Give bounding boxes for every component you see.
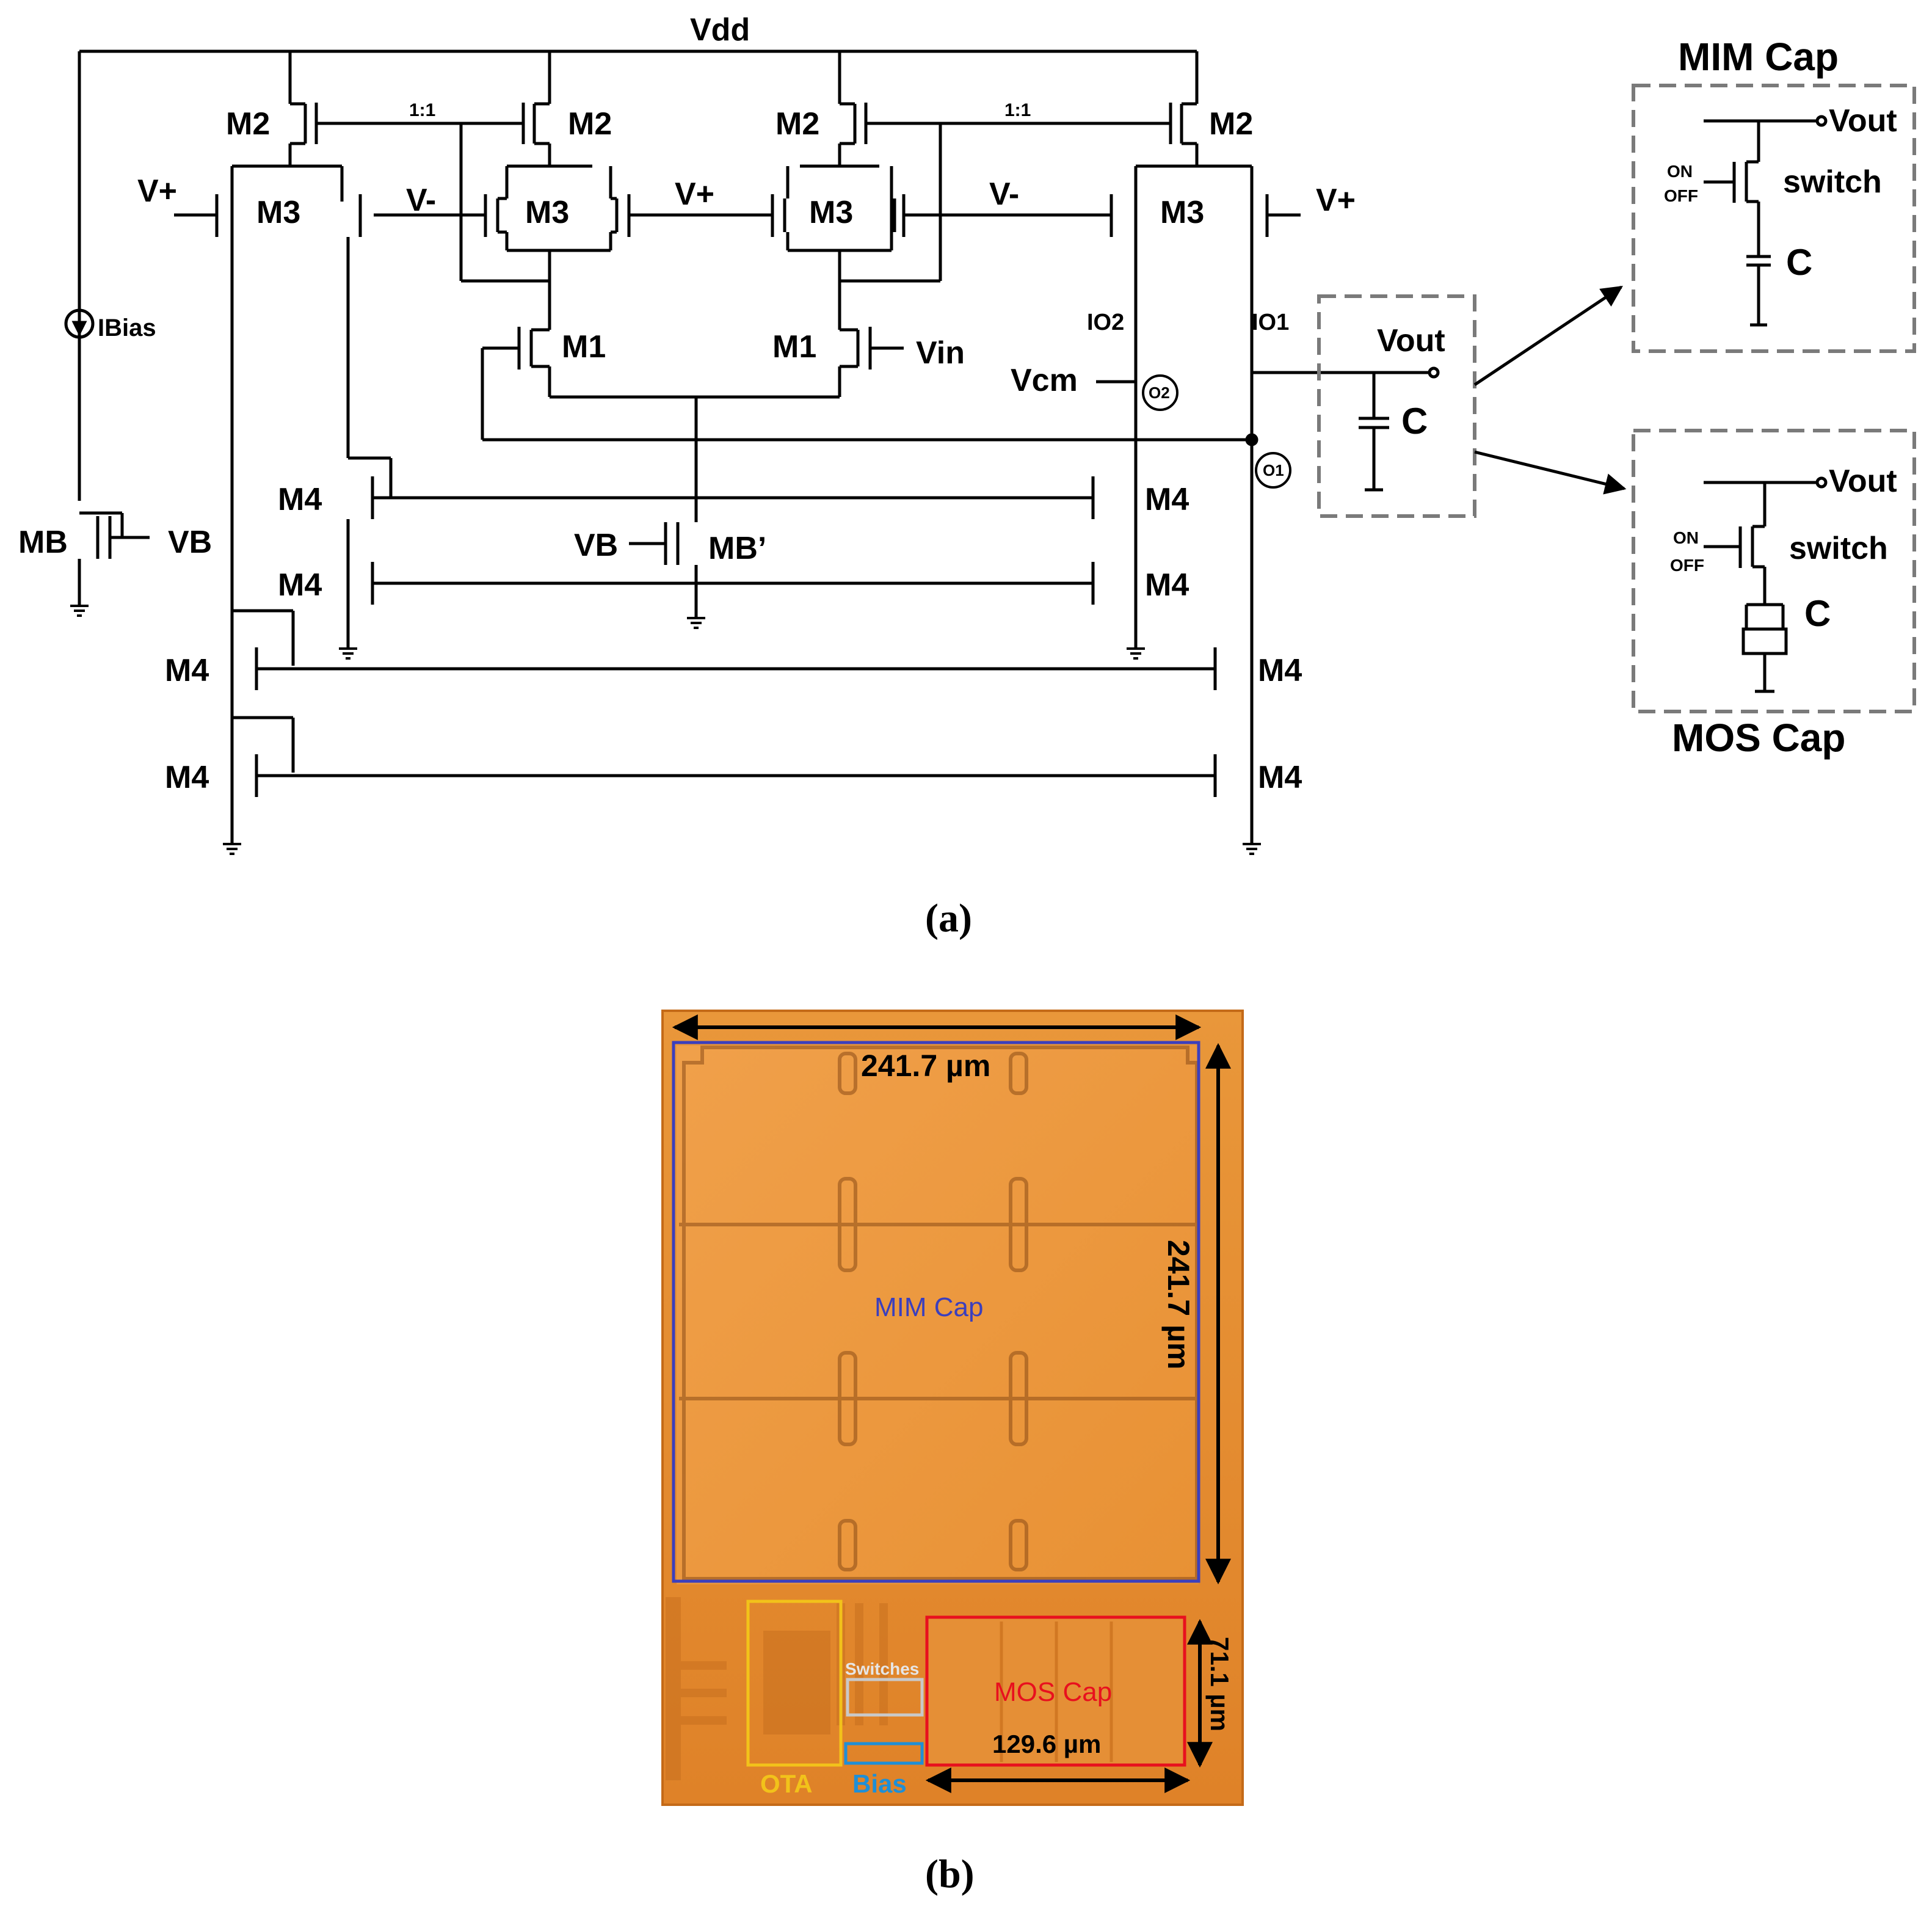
ota-label: OTA xyxy=(760,1769,813,1798)
ratio-label-left: 1:1 xyxy=(409,100,435,120)
vminus-label-2: V- xyxy=(989,177,1019,212)
m3-label-2: M3 xyxy=(525,195,569,230)
ibias-label: IBias xyxy=(98,315,156,341)
dim-mos-h-label: 71.1 µm xyxy=(1205,1637,1234,1731)
m4-label-1: M4 xyxy=(278,482,322,517)
mos-on-label: ON xyxy=(1673,528,1699,547)
m1-label-1: M1 xyxy=(562,329,606,365)
m2-label-3: M2 xyxy=(775,106,819,142)
caption-a: (a) xyxy=(925,896,972,941)
m2-label-1: M2 xyxy=(226,106,270,142)
caption-b: (b) xyxy=(925,1852,975,1896)
node-o2-label: O2 xyxy=(1149,384,1170,402)
vb-label-2: VB xyxy=(574,528,618,563)
m2-label-2: M2 xyxy=(568,106,612,142)
mim-cap-label: MIM Cap xyxy=(874,1292,983,1322)
dim-mos-w-label: 129.6 µm xyxy=(992,1730,1101,1758)
m2-right-outer xyxy=(1169,51,1199,166)
node-o1-marker xyxy=(1255,452,1291,489)
die-photo xyxy=(661,1010,1244,1806)
mos-vout-label: Vout xyxy=(1829,464,1897,499)
m3-label-4: M3 xyxy=(1160,195,1204,230)
bias-label: Bias xyxy=(852,1769,907,1798)
m3-label-3: M3 xyxy=(809,195,853,230)
mos-switch-label: switch xyxy=(1789,531,1888,566)
c-label: C xyxy=(1401,401,1428,442)
dim-width-label: 241.7 µm xyxy=(861,1049,990,1083)
mb-label: MB xyxy=(18,525,68,560)
vplus-label-2: V+ xyxy=(675,177,714,212)
io1-label: IO1 xyxy=(1252,310,1289,335)
mim-c-label: C xyxy=(1786,242,1812,283)
mim-switch-label: switch xyxy=(1783,164,1882,200)
m4-label-4: M4 xyxy=(1145,567,1189,603)
mim-cap-region xyxy=(672,1041,1200,1583)
vdd-label: Vdd xyxy=(690,12,750,48)
mos-c-label: C xyxy=(1804,593,1831,634)
m2-right-inner xyxy=(838,51,868,166)
mim-inset-title: MIM Cap xyxy=(1678,35,1839,79)
m1-label-2: M1 xyxy=(772,329,816,365)
m4-label-5: M4 xyxy=(165,653,209,688)
m3-label-1: M3 xyxy=(256,195,300,230)
m4-label-8: M4 xyxy=(1258,760,1302,795)
switches-region xyxy=(846,1678,924,1717)
switches-label: Switches xyxy=(845,1659,919,1678)
mb-prime-label: MB’ xyxy=(708,531,766,566)
m2-left-outer xyxy=(288,51,318,166)
node-o2-marker xyxy=(1142,374,1178,411)
m4-label-7: M4 xyxy=(165,760,209,795)
dim-height-label: 241.7 µm xyxy=(1161,1240,1196,1369)
m4-label-6: M4 xyxy=(1258,653,1302,688)
vb-label-1: VB xyxy=(168,525,212,560)
m2-label-4: M2 xyxy=(1209,106,1253,142)
m4-label-2: M4 xyxy=(1145,482,1189,517)
vplus-label-1: V+ xyxy=(137,173,177,209)
vcm-label: Vcm xyxy=(1011,363,1078,398)
m2-left-inner xyxy=(521,51,551,166)
ratio-label-right: 1:1 xyxy=(1004,100,1031,120)
m4-label-3: M4 xyxy=(278,567,322,603)
vplus-label-3: V+ xyxy=(1316,183,1356,218)
ota-schematic xyxy=(64,49,1916,855)
node-o1-label: O1 xyxy=(1263,461,1284,479)
mim-vout-label: Vout xyxy=(1829,103,1897,139)
mos-cap-label: MOS Cap xyxy=(994,1677,1112,1707)
io2-label: IO2 xyxy=(1087,310,1124,335)
ota-region xyxy=(746,1600,843,1767)
mos-cap-region xyxy=(925,1615,1186,1767)
vout-label: Vout xyxy=(1377,323,1445,359)
mim-on-label: ON xyxy=(1667,162,1693,181)
bias-region xyxy=(844,1742,924,1765)
mos-off-label: OFF xyxy=(1670,556,1704,575)
vin-label: Vin xyxy=(916,335,965,371)
vminus-label-1: V- xyxy=(406,183,436,218)
mim-off-label: OFF xyxy=(1664,186,1698,205)
mos-inset-title: MOS Cap xyxy=(1672,716,1845,760)
